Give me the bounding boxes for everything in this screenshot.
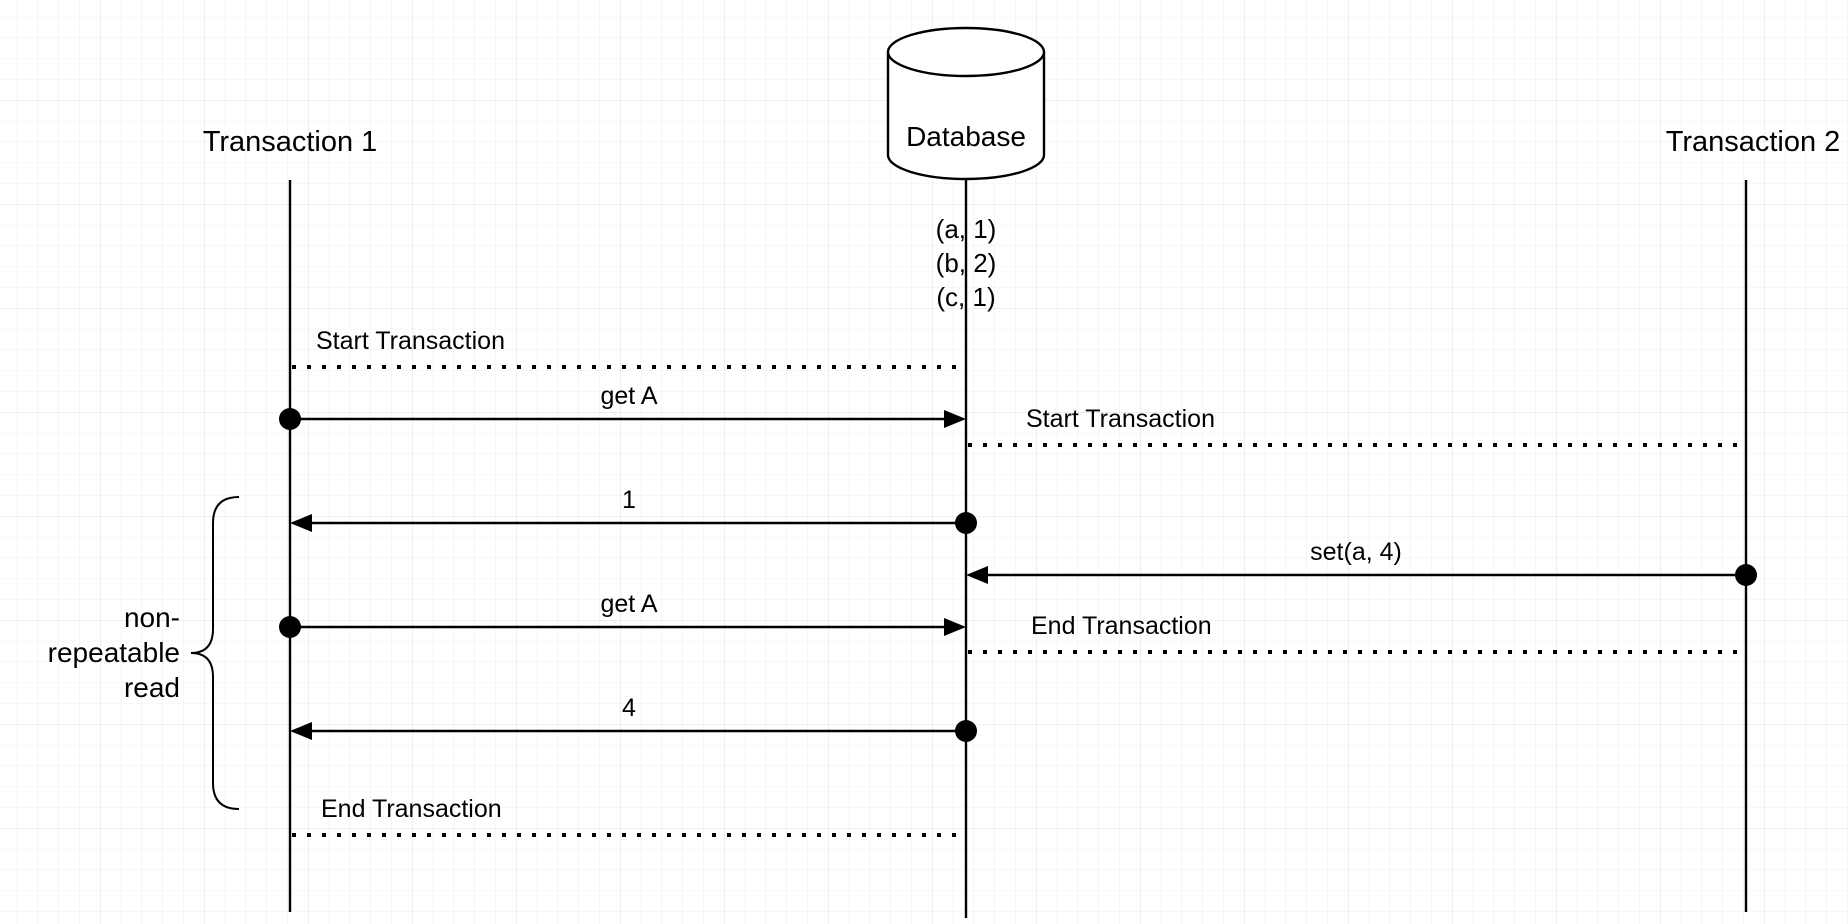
annotation-line: repeatable — [47, 637, 180, 668]
annotation-line: read — [123, 672, 180, 703]
database-cylinder-icon — [886, 26, 1046, 181]
database-row: (b, 2) — [935, 248, 997, 278]
message-set-a-4 — [966, 564, 1757, 586]
label-t2-start-transaction: Start Transaction — [1026, 405, 1215, 433]
non-repeatable-read-brace — [190, 496, 240, 810]
message-reply-4 — [290, 720, 977, 742]
annotation-non-repeatable-read: non- repeatable read — [0, 600, 180, 705]
participant-database: Database — [906, 121, 1026, 152]
label-get-a-1: get A — [600, 382, 658, 410]
database-row: (c, 1) — [936, 282, 996, 312]
participant-transaction-2: Transaction 2 — [1665, 126, 1841, 158]
annotation-line: non- — [123, 602, 180, 633]
label-t1-end-transaction: End Transaction — [321, 795, 502, 823]
participant-transaction-1: Transaction 1 — [202, 126, 378, 158]
label-set-a-4: set(a, 4) — [1310, 538, 1402, 566]
message-get-a-1 — [279, 408, 966, 430]
database-row: (a, 1) — [935, 214, 997, 244]
message-get-a-2 — [279, 616, 966, 638]
label-get-a-2: get A — [600, 590, 658, 618]
label-reply-4: 4 — [622, 694, 636, 722]
label-t1-start-transaction: Start Transaction — [316, 327, 505, 355]
label-t2-end-transaction: End Transaction — [1031, 612, 1212, 640]
label-reply-1: 1 — [622, 486, 636, 514]
message-reply-1 — [290, 512, 977, 534]
